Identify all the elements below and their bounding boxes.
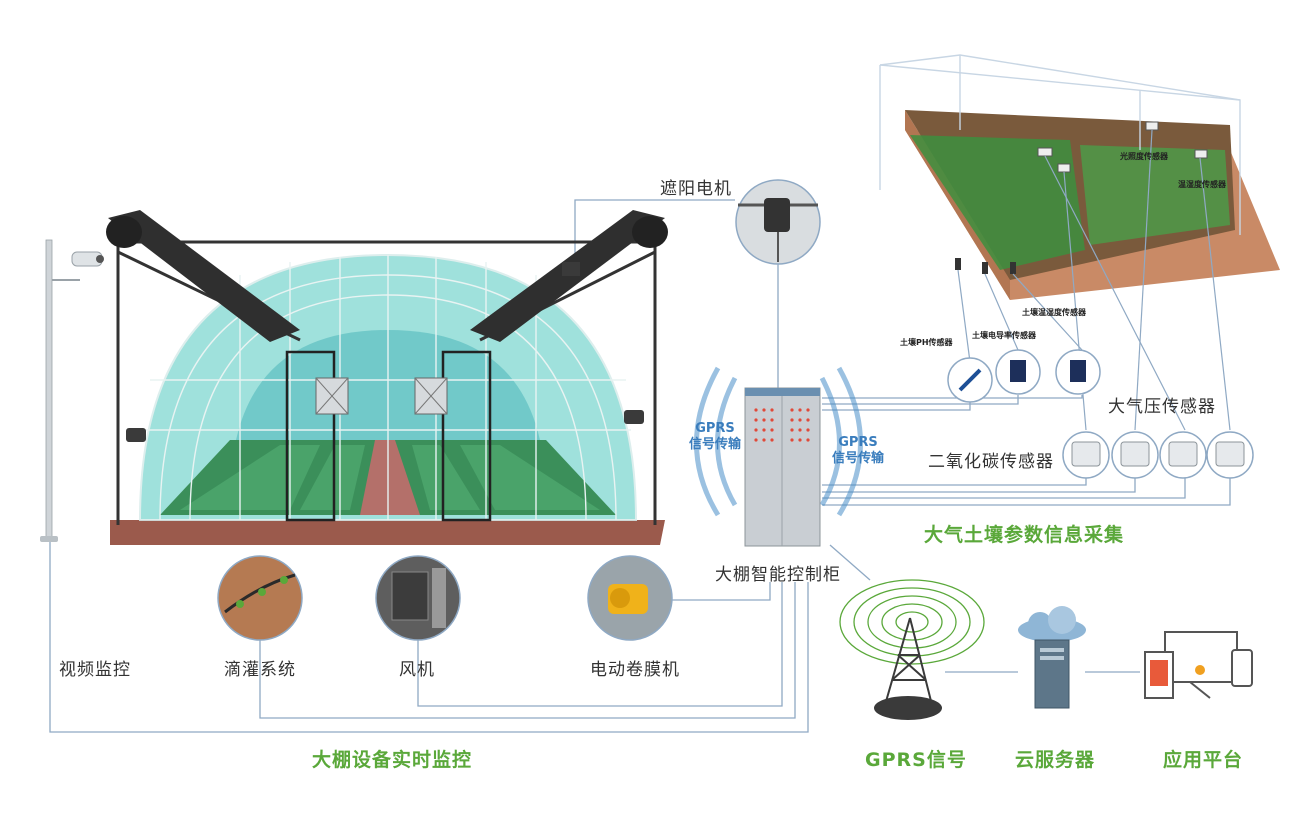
co2-label: 二氧化碳传感器 [928, 452, 1054, 472]
soil-temp-label: 土壤温湿度传感器 [1022, 308, 1086, 317]
fan-label: 风机 [399, 660, 435, 680]
soil-temp-humidity-sensor [1055, 349, 1101, 395]
cabinet-label: 大棚智能控制柜 [715, 565, 841, 585]
video-label: 视频监控 [59, 660, 131, 680]
drip-photo [217, 555, 303, 641]
wave-arcs [694, 366, 863, 517]
drip-label: 滴灌系统 [224, 660, 296, 680]
collection-title: 大气土壤参数信息采集 [924, 524, 1125, 546]
shade-motor-photo [735, 179, 821, 265]
greenhouse [106, 210, 668, 545]
air-sensor-2 [1111, 431, 1159, 479]
video-camera-pole [40, 239, 104, 542]
control-cabinet [744, 387, 821, 547]
film-roller-label: 电动卷膜机 [590, 660, 680, 680]
fan-photo [375, 555, 461, 641]
soil-ec-sensor [995, 349, 1041, 395]
gprs-signal-label: GPRS信号 [865, 749, 967, 771]
air-sensor-3 [1159, 431, 1207, 479]
air-sensor-4 [1206, 431, 1254, 479]
connector-lines [49, 199, 1231, 733]
gprs-tower [839, 579, 985, 720]
light-sensor-label: 光照度传感器 [1120, 152, 1168, 161]
soil-ec-label: 土壤电导率传感器 [972, 331, 1036, 340]
shade-motor-label: 遮阳电机 [660, 179, 732, 199]
air-pressure-label: 大气压传感器 [1108, 397, 1216, 417]
app-platform-icon [1144, 631, 1253, 699]
monitoring-title: 大棚设备实时监控 [312, 749, 473, 771]
soil-ph-sensor [947, 357, 993, 403]
cloud-server-label: 云服务器 [1015, 749, 1096, 771]
sensor-field [879, 54, 1280, 431]
soil-ph-label: 土壤PH传感器 [900, 338, 953, 347]
temp-humidity-label: 温湿度传感器 [1178, 180, 1226, 189]
app-platform-label: 应用平台 [1163, 749, 1244, 771]
cloud-server-icon [1018, 606, 1086, 709]
film-roller-photo [587, 555, 673, 641]
air-sensor-1 [1062, 431, 1110, 479]
